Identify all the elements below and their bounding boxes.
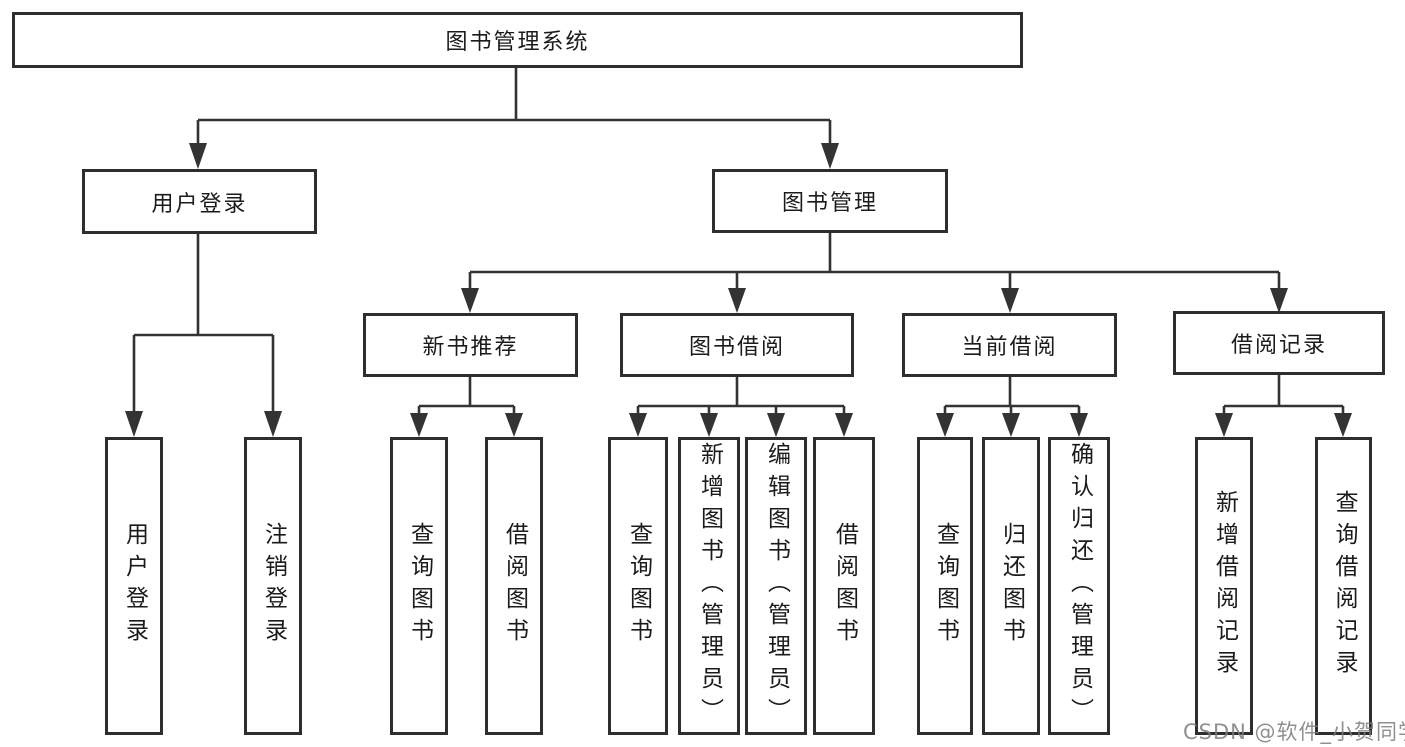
arrowhead	[1001, 288, 1019, 313]
leaf-edit-books-admin: 编辑图书（管理员）	[745, 437, 807, 735]
arrowhead	[629, 413, 647, 437]
node-root-system: 图书管理系统	[12, 12, 1023, 68]
leaf-query-books-recommend: 查询图书	[390, 437, 448, 735]
arrowhead	[821, 143, 839, 169]
leaf-add-books-admin: 新增图书（管理员）	[678, 437, 740, 735]
connector-user-login	[132, 234, 275, 418]
node-label: 注销登录	[260, 522, 287, 650]
node-label: 借阅图书	[831, 522, 858, 650]
arrowhead	[264, 411, 282, 437]
connector-root	[196, 68, 832, 150]
arrowhead	[1070, 413, 1088, 437]
node-user-login: 用户登录	[82, 169, 317, 234]
leaf-confirm-return-admin: 确认归还（管理员）	[1048, 437, 1110, 735]
arrowhead	[728, 288, 746, 313]
leaf-borrow-books: 借阅图书	[813, 437, 875, 735]
connector-book-borrow	[636, 377, 846, 420]
node-label: 当前借阅	[961, 335, 1058, 360]
node-label: 确认归还（管理员）	[1066, 442, 1093, 730]
node-label: 编辑图书（管理员）	[763, 442, 790, 730]
leaf-query-books-current: 查询图书	[917, 437, 973, 735]
node-label: 图书管理	[781, 191, 878, 216]
node-label: 用户登录	[121, 522, 148, 650]
arrowhead	[125, 411, 143, 437]
node-label: 图书管理系统	[445, 30, 590, 55]
node-borrow-record: 借阅记录	[1173, 311, 1385, 375]
node-label: 查询图书	[406, 522, 433, 650]
connector-current-borrow	[943, 377, 1081, 420]
arrowhead	[1270, 288, 1288, 313]
node-current-borrow: 当前借阅	[902, 313, 1117, 377]
arrowhead	[936, 413, 954, 437]
node-label: 借阅记录	[1230, 333, 1327, 358]
node-label: 新增借阅记录	[1211, 490, 1238, 682]
leaf-query-borrow-record: 查询借阅记录	[1315, 437, 1372, 735]
node-label: 归还图书	[998, 522, 1025, 650]
arrowhead	[1215, 413, 1233, 437]
arrowhead	[1334, 413, 1352, 437]
arrowhead	[767, 413, 785, 437]
arrowhead	[189, 143, 207, 169]
arrowhead	[700, 413, 718, 437]
leaf-add-borrow-record: 新增借阅记录	[1195, 437, 1253, 735]
node-label: 新书推荐	[422, 335, 519, 360]
arrowhead	[505, 413, 523, 437]
node-book-management: 图书管理	[712, 169, 948, 233]
arrowhead	[835, 413, 853, 437]
connector-new-book-recommend	[417, 377, 516, 420]
leaf-query-books-borrow: 查询图书	[608, 437, 668, 735]
node-label: 图书借阅	[688, 335, 785, 360]
node-label: 新增图书（管理员）	[696, 442, 723, 730]
node-label: 借阅图书	[501, 522, 528, 650]
node-label: 查询图书	[625, 522, 652, 650]
arrowhead	[461, 288, 479, 313]
node-new-book-recommend: 新书推荐	[363, 313, 578, 377]
leaf-borrow-books-recommend: 借阅图书	[485, 437, 543, 735]
connector-book-management	[468, 233, 1281, 294]
node-label: 查询借阅记录	[1331, 490, 1357, 682]
node-label: 用户登录	[151, 191, 248, 217]
node-book-borrow: 图书借阅	[620, 313, 854, 377]
csdn-watermark: CSDN @软件_小贺同学	[1183, 720, 1405, 744]
node-label: 查询图书	[932, 522, 959, 650]
arrowhead	[1002, 413, 1020, 437]
leaf-return-books: 归还图书	[982, 437, 1040, 735]
connector-borrow-record	[1222, 375, 1345, 420]
arrowhead	[410, 413, 428, 437]
leaf-logout: 注销登录	[244, 437, 302, 735]
leaf-user-login: 用户登录	[105, 437, 163, 735]
